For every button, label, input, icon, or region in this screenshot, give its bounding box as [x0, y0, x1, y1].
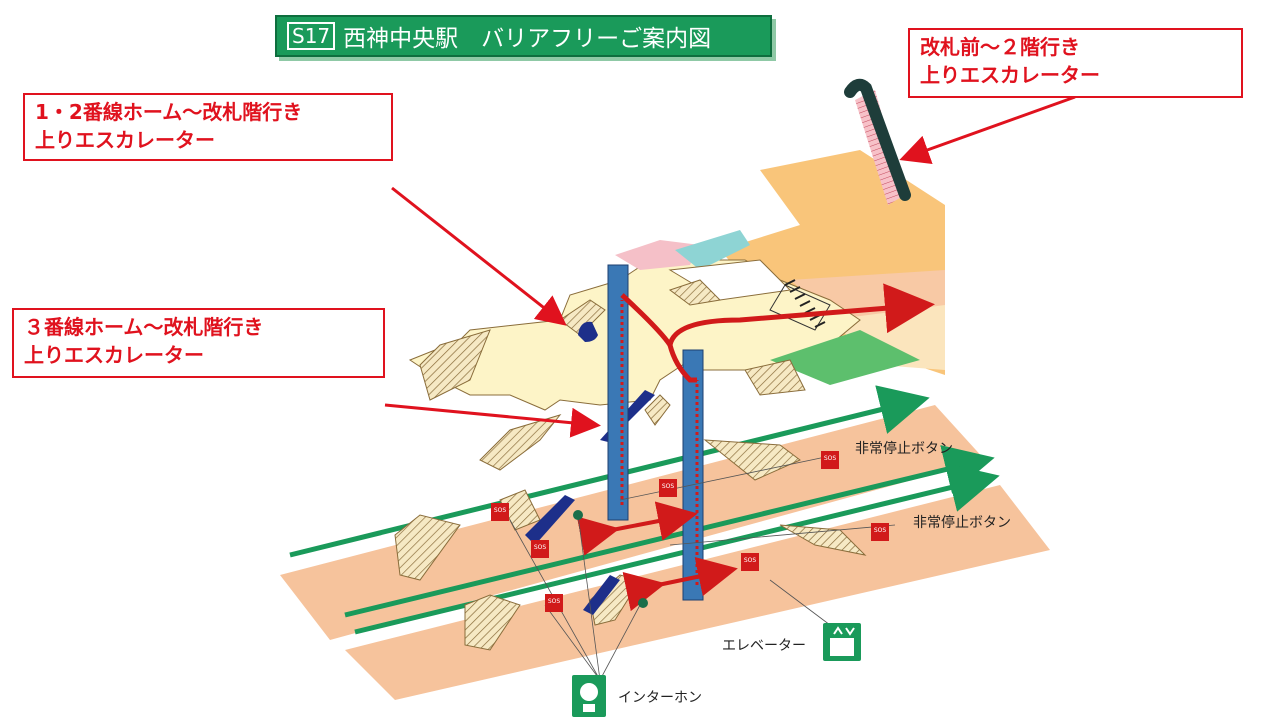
svg-text:SOS: SOS [662, 483, 675, 490]
intercom-points [573, 510, 648, 608]
sos-icon: SOS [821, 451, 839, 469]
concourse-floor [408, 230, 920, 411]
elevator-label: エレベーター [722, 638, 806, 654]
callout-line: 1・2番線ホーム～改札階行き [35, 100, 303, 124]
svg-text:SOS: SOS [824, 455, 837, 462]
sos-icon: SOS [491, 503, 509, 521]
svg-text:SOS: SOS [534, 544, 547, 551]
sos-icon: SOS [741, 553, 759, 571]
callout-line: 改札前～２階行き [920, 35, 1080, 59]
callout-arrows [384, 95, 1076, 438]
emergency-button-label: 非常停止ボタン [913, 515, 1011, 531]
callout-line: ３番線ホーム～改札階行き [24, 315, 264, 339]
station-title: S17 西神中央駅 バリアフリーご案内図 [275, 15, 772, 57]
intercom-icon [572, 675, 606, 717]
callout-left-top: 1・2番線ホーム～改札階行き 上りエスカレーター [23, 93, 393, 161]
accessible-route [576, 283, 935, 612]
emergency-button-label: 非常停止ボタン [855, 441, 953, 457]
callout-left-mid: ３番線ホーム～改札階行き 上りエスカレーター [12, 308, 385, 378]
svg-text:SOS: SOS [548, 598, 561, 605]
sos-icon: SOS [531, 540, 549, 558]
intercom-label: インターホン [618, 690, 702, 706]
escalator-to-2f [844, 78, 911, 205]
svg-text:SOS: SOS [494, 507, 507, 514]
callout-line: 上りエスカレーター [920, 63, 1100, 87]
sos-icon: SOS [659, 479, 677, 497]
sos-buttons: SOS SOS SOS SOS SOS SOS SOS [491, 451, 889, 612]
station-title-text: 西神中央駅 バリアフリーご案内図 [343, 26, 712, 52]
elevator-icon [823, 623, 861, 661]
svg-text:SOS: SOS [874, 527, 887, 534]
callout-line: 上りエスカレーター [35, 128, 215, 152]
callout-right-top: 改札前～２階行き 上りエスカレーター [908, 28, 1243, 98]
sos-icon: SOS [545, 594, 563, 612]
callout-line: 上りエスカレーター [24, 343, 204, 367]
sos-icon: SOS [871, 523, 889, 541]
station-code: S17 [287, 22, 336, 50]
stairs-concourse [419, 279, 806, 471]
svg-text:SOS: SOS [744, 557, 757, 564]
